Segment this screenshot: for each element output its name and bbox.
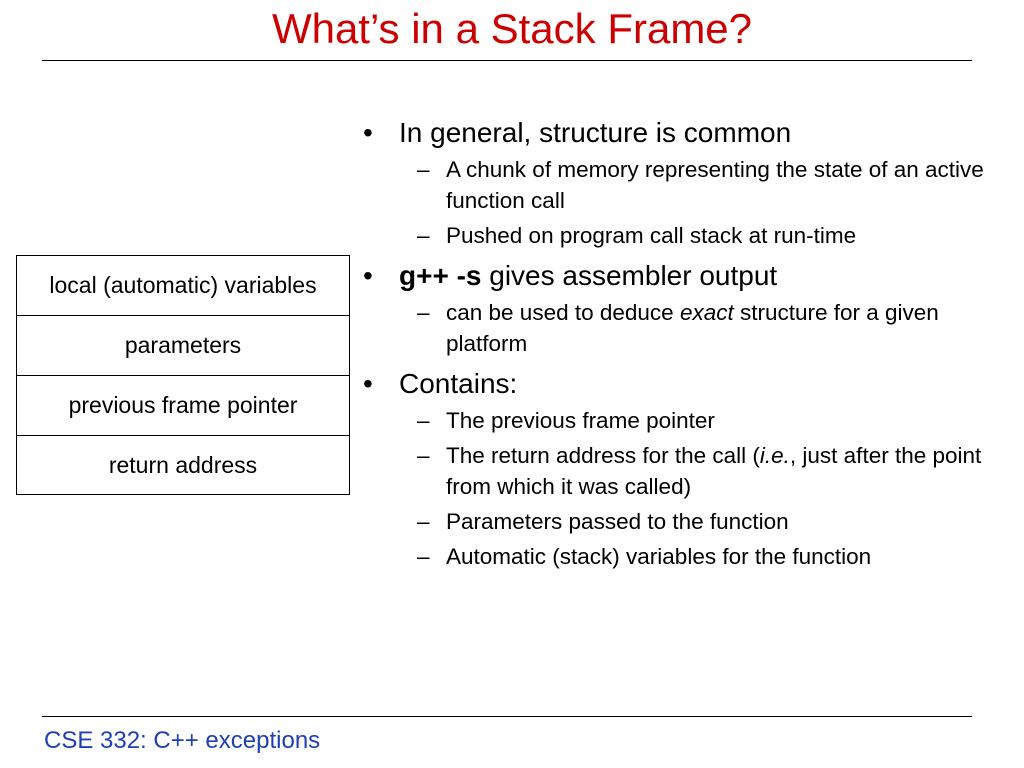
sub-bullet-automatic-variables: Automatic (stack) variables for the func… — [360, 541, 1020, 572]
sub-text-emphasis: exact — [679, 300, 734, 325]
frame-row-parameters: parameters — [17, 316, 349, 376]
sub-bullet-return-address: The return address for the call (i.e., j… — [360, 440, 1020, 502]
sub-bullet-pushed-on-stack: Pushed on program call stack at run-time — [360, 220, 1020, 251]
slide-title: What’s in a Stack Frame? — [271, 5, 753, 52]
title-divider — [42, 60, 972, 61]
sub-text-pre: The return address for the call ( — [446, 443, 760, 468]
slide-footer: CSE 332: C++ exceptions — [44, 727, 321, 754]
frame-row-previous-frame-pointer: previous frame pointer — [17, 376, 349, 436]
stack-frame-diagram: local (automatic) variables parameters p… — [16, 255, 350, 495]
sub-text-post: , just after the point from which it was… — [446, 443, 982, 499]
sub-bullet-previous-frame-pointer: The previous frame pointer — [360, 405, 1020, 436]
bullet-assembler-output: g++ -s gives assembler output — [360, 257, 1020, 295]
bullet-structure-common: In general, structure is common — [360, 114, 1020, 152]
sub-text-post: structure for a given platform — [446, 300, 939, 356]
sub-bullet-memory-chunk: A chunk of memory representing the state… — [360, 154, 1020, 216]
frame-row-local-variables: local (automatic) variables — [17, 256, 349, 316]
bullet-contains: Contains: — [360, 365, 1020, 403]
frame-row-return-address: return address — [108, 451, 258, 478]
bullet-list: In general, structure is common A chunk … — [360, 114, 1020, 572]
sub-bullet-deduce-structure: can be used to deduce exact structure fo… — [360, 297, 1020, 359]
sub-text-emphasis: i.e. — [759, 443, 790, 468]
sub-text-pre: can be used to deduce — [446, 300, 680, 325]
footer-divider — [42, 716, 972, 717]
bullet-assembler-text: gives assembler output — [481, 260, 778, 291]
sub-bullet-parameters: Parameters passed to the function — [360, 506, 1020, 537]
code-command: g++ -s — [399, 260, 482, 291]
